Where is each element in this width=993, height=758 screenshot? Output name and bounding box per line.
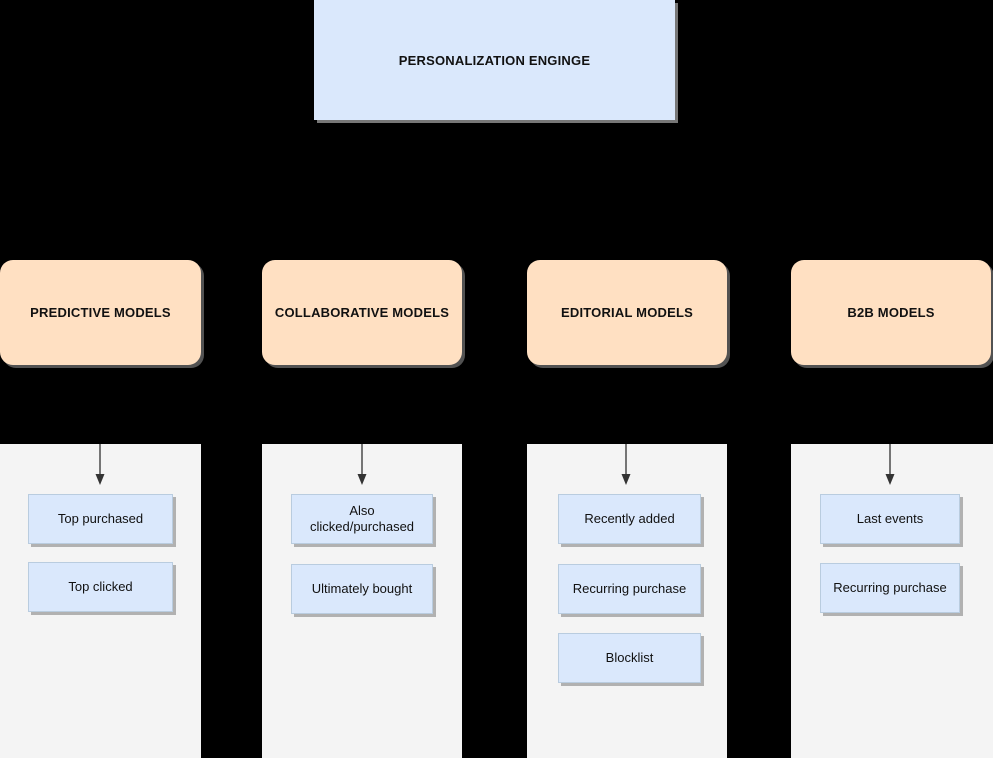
feature-label-recurring-purchase-editorial: Recurring purchase xyxy=(572,581,687,596)
feature-label-blocklist: Blocklist xyxy=(605,650,654,665)
feature-label-top-clicked: Top clicked xyxy=(68,579,133,594)
arrow-collaborative-models xyxy=(356,444,368,486)
feature-box-recurring-purchase-editorial[interactable]: Recurring purchase xyxy=(558,564,701,614)
feature-box-top-purchased[interactable]: Top purchased xyxy=(28,494,173,544)
node-personalization-engine-label: PERSONALIZATION ENGINGE xyxy=(398,52,591,68)
arrow-b2b-models xyxy=(884,444,896,486)
node-predictive-models[interactable]: PREDICTIVE MODELS xyxy=(0,260,201,365)
feature-label-last-events: Last events xyxy=(856,511,924,526)
feature-label-recurring-purchase-b2b: Recurring purchase xyxy=(833,580,947,595)
feature-box-recurring-purchase-b2b[interactable]: Recurring purchase xyxy=(820,563,960,613)
node-editorial-models-label: EDITORIAL MODELS xyxy=(560,305,693,320)
feature-label-top-purchased: Top purchased xyxy=(57,511,144,526)
feature-label-recently-added: Recently added xyxy=(584,511,675,526)
feature-label-also-clicked-purchased: Also clicked/purchased xyxy=(309,503,415,534)
node-personalization-engine[interactable]: PERSONALIZATION ENGINGE xyxy=(314,0,675,120)
node-b2b-models[interactable]: B2B MODELS xyxy=(791,260,991,365)
feature-label-ultimately-bought: Ultimately bought xyxy=(311,581,413,596)
feature-box-top-clicked[interactable]: Top clicked xyxy=(28,562,173,612)
feature-box-blocklist[interactable]: Blocklist xyxy=(558,633,701,683)
arrow-predictive-models xyxy=(94,444,106,486)
node-predictive-models-label: PREDICTIVE MODELS xyxy=(30,305,171,320)
feature-box-last-events[interactable]: Last events xyxy=(820,494,960,544)
node-collaborative-models-label: COLLABORATIVE MODELS xyxy=(274,305,450,320)
feature-box-recently-added[interactable]: Recently added xyxy=(558,494,701,544)
node-editorial-models[interactable]: EDITORIAL MODELS xyxy=(527,260,727,365)
node-b2b-models-label: B2B MODELS xyxy=(847,305,935,320)
feature-box-ultimately-bought[interactable]: Ultimately bought xyxy=(291,564,433,614)
node-collaborative-models[interactable]: COLLABORATIVE MODELS xyxy=(262,260,462,365)
arrow-editorial-models xyxy=(620,444,632,486)
feature-box-also-clicked-purchased[interactable]: Also clicked/purchased xyxy=(291,494,433,544)
